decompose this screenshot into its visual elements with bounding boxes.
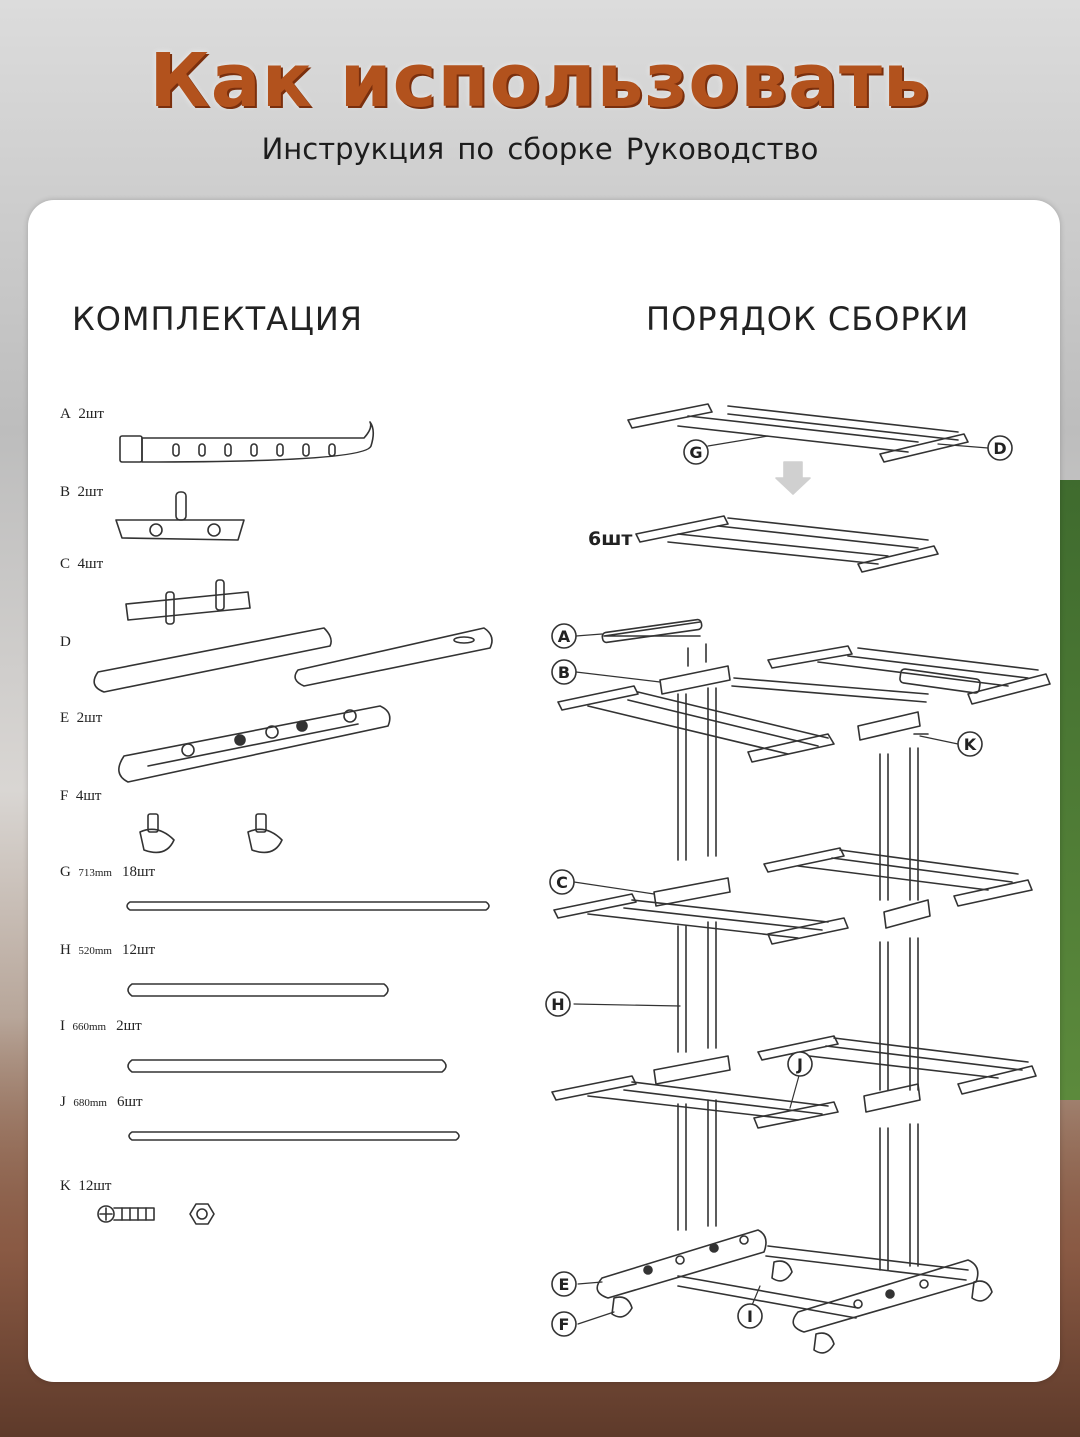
callout-j: J — [787, 1051, 813, 1077]
callout-k: K — [957, 731, 983, 757]
part-a-drawing — [119, 421, 375, 463]
part-d-drawing — [93, 627, 493, 693]
svg-text:G: G — [689, 443, 702, 462]
part-label-b: B 2шт — [60, 484, 104, 500]
part-k-drawing — [97, 1203, 215, 1225]
assembly-order-heading: ПОРЯДОК СБОРКИ — [646, 300, 970, 338]
page-title: Как использовать — [149, 38, 931, 124]
svg-text:B: B — [558, 663, 570, 682]
callout-rings: G D A B K C H J E F I — [545, 435, 1013, 1337]
svg-text:F: F — [559, 1315, 570, 1334]
callout-f: F — [551, 1311, 577, 1337]
part-g-drawing — [126, 901, 490, 911]
page-subtitle: Инструкция по сборке Руководство — [261, 132, 819, 166]
top-shelf-exploded — [627, 403, 969, 463]
part-b-drawing — [115, 491, 245, 541]
part-label-e: E 2шт — [60, 710, 103, 726]
part-label-a: A 2шт — [60, 406, 104, 422]
shelf-quantity: 6шт — [588, 528, 633, 550]
part-h-drawing — [127, 983, 389, 997]
assembly-drawings: G D A B K C H J E F I — [93, 403, 1051, 1354]
part-j-drawing — [128, 1131, 460, 1141]
part-label-d: D — [60, 634, 71, 650]
part-a-slots — [172, 443, 336, 457]
part-f-drawing — [139, 813, 283, 854]
parts-list-heading: КОМПЛЕКТАЦИЯ — [72, 300, 364, 338]
svg-text:A: A — [558, 627, 571, 646]
part-label-f: F 4шт — [60, 788, 102, 804]
part-label-k: K 12шт — [60, 1178, 112, 1194]
callout-e: E — [551, 1271, 577, 1297]
middle-tier — [553, 847, 1033, 1091]
svg-text:H: H — [551, 995, 564, 1014]
part-c-drawing — [125, 579, 251, 625]
background-plant — [1060, 480, 1080, 1100]
svg-text:E: E — [559, 1275, 570, 1294]
base-assembly — [596, 1229, 993, 1354]
callout-b: B — [551, 659, 577, 685]
callout-i: I — [737, 1303, 763, 1329]
instruction-card: КОМПЛЕКТАЦИЯ ПОРЯДОК СБОРКИ A 2шт B 2шт … — [28, 200, 1060, 1382]
svg-text:C: C — [556, 873, 568, 892]
callout-a: A — [551, 623, 577, 649]
down-arrow-icon — [775, 461, 811, 495]
bottom-tier — [551, 1035, 1037, 1271]
svg-text:D: D — [993, 439, 1006, 458]
callout-c: C — [549, 869, 575, 895]
callout-d: D — [987, 435, 1013, 461]
svg-text:I: I — [747, 1307, 753, 1326]
part-e-drawing — [118, 705, 391, 783]
top-tier — [557, 618, 1051, 901]
callout-leaders — [573, 435, 989, 1325]
part-i-drawing — [127, 1059, 447, 1073]
svg-text:J: J — [796, 1055, 803, 1074]
shelf-assembled — [635, 515, 939, 573]
part-label-c: C 4шт — [60, 556, 104, 572]
callout-g: G — [683, 439, 709, 465]
callout-h: H — [545, 991, 571, 1017]
svg-text:K: K — [964, 735, 977, 754]
